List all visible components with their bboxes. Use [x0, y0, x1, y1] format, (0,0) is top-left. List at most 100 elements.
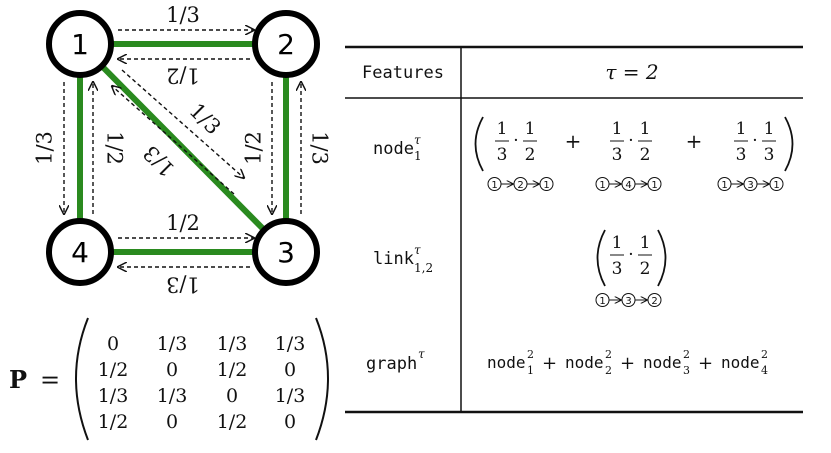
node-term-1: 1 3 · 1 2	[495, 119, 537, 165]
fraction-denominator: 2	[525, 145, 536, 165]
walk-node-label: 3	[625, 296, 631, 307]
summand-sub: 2	[605, 364, 612, 377]
fraction-numerator: 1	[764, 119, 775, 139]
walk-node-label: 2	[651, 296, 657, 307]
fraction-numerator: 1	[497, 119, 508, 139]
matrix-cell: 1/2	[217, 359, 248, 381]
node-path-3: 1 3 1	[717, 177, 784, 191]
node-label-2: 2	[277, 28, 295, 61]
walk-node-label: 1	[651, 180, 657, 191]
row-label-link-sub: 1,2	[414, 261, 433, 275]
arrow-1-to-3	[121, 69, 244, 178]
walk-node-label: 1	[543, 180, 549, 191]
features-table: Features τ = 2 node τ 1 link τ 1,2 graph…	[345, 45, 803, 414]
node-path-2: 1 4 1	[595, 177, 662, 191]
fraction-numerator: 1	[736, 119, 747, 139]
summand-sub: 3	[683, 364, 690, 377]
matrix-cell: 0	[166, 411, 178, 433]
walk-node-label: 1	[773, 180, 779, 191]
prob-label-3-4: 1/3	[166, 273, 200, 297]
row-label-link-base: link	[373, 249, 414, 269]
row-label-link-sup: τ	[414, 243, 421, 257]
graph-summand-3: node 2 3	[643, 348, 690, 377]
row-label-node: node τ 1	[373, 133, 422, 163]
fraction-denominator: 3	[612, 259, 623, 279]
prob-label-2-1: 1/2	[166, 64, 200, 88]
graph-formula: node 2 1 + node 2 2 + node 2 3 + node 2 …	[487, 348, 768, 377]
node-path-1: 1 2 1	[487, 177, 554, 191]
summand-base: node	[565, 353, 604, 372]
fraction-denominator: 2	[640, 145, 651, 165]
dot-operator: ·	[752, 131, 757, 151]
matrix-left-paren	[75, 317, 89, 441]
prob-label-1-4: 1/3	[33, 131, 57, 165]
summand-sup: 2	[761, 348, 768, 361]
fraction-denominator: 3	[497, 145, 508, 165]
arrow-3-to-1	[112, 86, 235, 195]
graph-summand-2: node 2 2	[565, 348, 612, 377]
walk-node-circle	[539, 177, 554, 191]
graph-summand-4: node 2 4	[721, 348, 768, 377]
fraction-numerator: 1	[640, 119, 651, 139]
node-label-1: 1	[71, 28, 89, 61]
graph-edges	[77, 41, 289, 255]
prob-label-1-3: 1/3	[185, 99, 226, 140]
summand-base: node	[721, 353, 760, 372]
link-formula-right-paren	[657, 229, 667, 287]
matrix-cell: 0	[166, 359, 178, 381]
graph-summand-1: node 2 1	[487, 348, 534, 377]
prob-label-1-2: 1/3	[166, 3, 200, 27]
node-label-4: 4	[71, 236, 89, 269]
matrix-cell: 1/3	[157, 385, 188, 407]
walk-node-circle	[647, 293, 662, 307]
node-1: 1	[46, 10, 114, 78]
matrix-cell: 1/3	[217, 333, 248, 355]
fraction-numerator: 1	[640, 233, 651, 253]
fraction-numerator: 1	[525, 119, 536, 139]
matrix-cell: 1/2	[217, 411, 248, 433]
link-formula-left-paren	[596, 229, 606, 287]
node-formula-left-paren	[474, 116, 484, 172]
plus-operator: +	[686, 129, 703, 153]
row-label-node-sub: 1	[414, 149, 422, 163]
summand-base: node	[487, 353, 526, 372]
fraction-numerator: 1	[612, 119, 623, 139]
summand-sub: 1	[527, 364, 534, 377]
header-tau: τ = 2	[605, 60, 658, 84]
plus-operator: +	[620, 353, 635, 374]
node-term-2: 1 3 · 1 2	[610, 119, 652, 165]
row-label-graph: graph τ	[366, 347, 425, 374]
row-label-node-sup: τ	[414, 133, 421, 147]
walk-node-label: 1	[491, 180, 497, 191]
transition-labels: 1/3 1/2 1/3 1/2 1/2 1/3 1/3 1/3 1/2 1/3	[33, 3, 332, 297]
graph-nodes: 1 2 3 4	[46, 10, 320, 286]
matrix-cell: 0	[107, 333, 119, 355]
edge-1-3	[77, 41, 289, 255]
fraction-denominator: 3	[764, 145, 775, 165]
walk-node-label: 2	[517, 180, 523, 191]
matrix-cell: 1/3	[275, 333, 306, 355]
walk-node-label: 1	[721, 180, 727, 191]
node-4: 4	[46, 218, 114, 286]
prob-label-4-1: 1/2	[103, 131, 127, 165]
node-label-3: 3	[277, 236, 295, 269]
walk-node-label: 3	[747, 180, 753, 191]
walk-node-circle	[769, 177, 784, 191]
fraction-denominator: 2	[640, 259, 651, 279]
matrix-cell: 1/3	[98, 385, 129, 407]
walk-node-label: 1	[599, 180, 605, 191]
prob-label-3-2: 1/3	[308, 131, 332, 165]
matrix-cell: 1/2	[98, 411, 129, 433]
matrix-cell: 0	[284, 411, 296, 433]
walk-node-circle	[647, 177, 662, 191]
row-label-node-base: node	[373, 139, 414, 159]
fraction-numerator: 1	[612, 233, 623, 253]
matrix-right-paren	[315, 317, 329, 441]
summand-sup: 2	[683, 348, 690, 361]
node-term-3: 1 3 · 1 3	[734, 119, 776, 165]
walk-node-label: 4	[625, 180, 631, 191]
matrix-cell: 0	[226, 385, 238, 407]
plus-operator: +	[565, 129, 582, 153]
